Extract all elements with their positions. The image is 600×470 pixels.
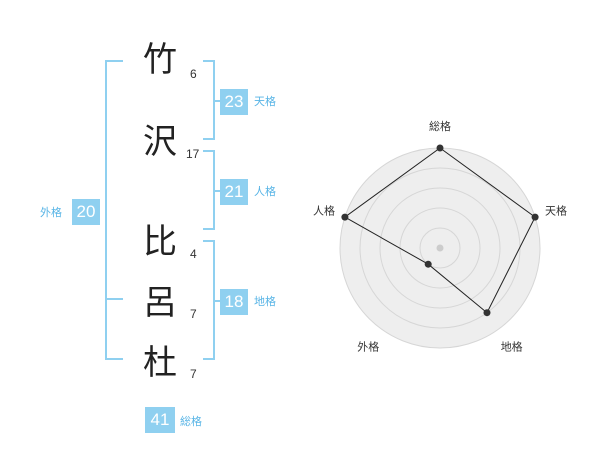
- tenkaku-bracket-tick: [215, 100, 221, 102]
- name-char-1: 竹: [143, 40, 177, 80]
- radar-center-dot: [436, 244, 444, 252]
- jinkaku-bracket-vertical: [213, 150, 215, 230]
- stroke-count-4: 7: [190, 307, 197, 321]
- radar-axis-label-3: 地格: [501, 340, 523, 354]
- chikaku-bracket-bottom: [203, 358, 215, 360]
- tenkaku-value: 23: [220, 89, 248, 115]
- stroke-count-1: 6: [190, 67, 197, 81]
- tenkaku-label: 天格: [254, 95, 276, 108]
- name-char-3: 比: [143, 222, 177, 262]
- jinkaku-bracket-tick: [215, 190, 221, 192]
- radar-axis-label-2: 天格: [545, 203, 567, 217]
- radar-axis-label-5: 人格: [313, 203, 335, 217]
- radar-value-polygon: [343, 147, 536, 314]
- radar-point-5: [341, 213, 349, 221]
- chikaku-bracket-vertical: [213, 240, 215, 360]
- chikaku-bracket-top: [203, 240, 215, 242]
- chikaku-value: 18: [220, 289, 248, 315]
- radar-ring: [379, 187, 501, 309]
- radar-point-1: [436, 144, 444, 152]
- stroke-count-5: 7: [190, 367, 197, 381]
- gaikaku-label: 外格: [40, 206, 62, 219]
- radar-point-4: [424, 260, 432, 268]
- jinkaku-value: 21: [220, 179, 248, 205]
- tenkaku-bracket-bottom: [203, 138, 215, 140]
- gaikaku-value: 20: [72, 199, 100, 225]
- name-char-2: 沢: [143, 122, 177, 162]
- gaikaku-bracket-middle: [105, 298, 123, 300]
- radar-point-3: [483, 309, 491, 317]
- gaikaku-bracket-top: [105, 60, 123, 62]
- jinkaku-label: 人格: [254, 185, 276, 198]
- radar-ring: [419, 227, 461, 269]
- gaikaku-bracket-vertical: [105, 60, 107, 360]
- radar-axis-label-4: 外格: [357, 340, 379, 354]
- tenkaku-bracket-top: [203, 60, 215, 62]
- soukaku-value: 41: [145, 407, 175, 433]
- radar-axis-label-1: 総格: [429, 119, 451, 133]
- stroke-count-3: 4: [190, 247, 197, 261]
- chikaku-label: 地格: [254, 295, 276, 308]
- soukaku-label: 総格: [180, 415, 202, 428]
- chikaku-bracket-tick: [215, 300, 221, 302]
- name-char-5: 杜: [143, 343, 177, 383]
- radar-point-2: [531, 213, 539, 221]
- stroke-count-2: 17: [186, 147, 200, 161]
- name-char-4: 呂: [143, 283, 177, 323]
- gaikaku-bracket-bottom: [105, 358, 123, 360]
- tenkaku-bracket-vertical: [213, 60, 215, 140]
- jinkaku-bracket-bottom: [203, 228, 215, 230]
- jinkaku-bracket-top: [203, 150, 215, 152]
